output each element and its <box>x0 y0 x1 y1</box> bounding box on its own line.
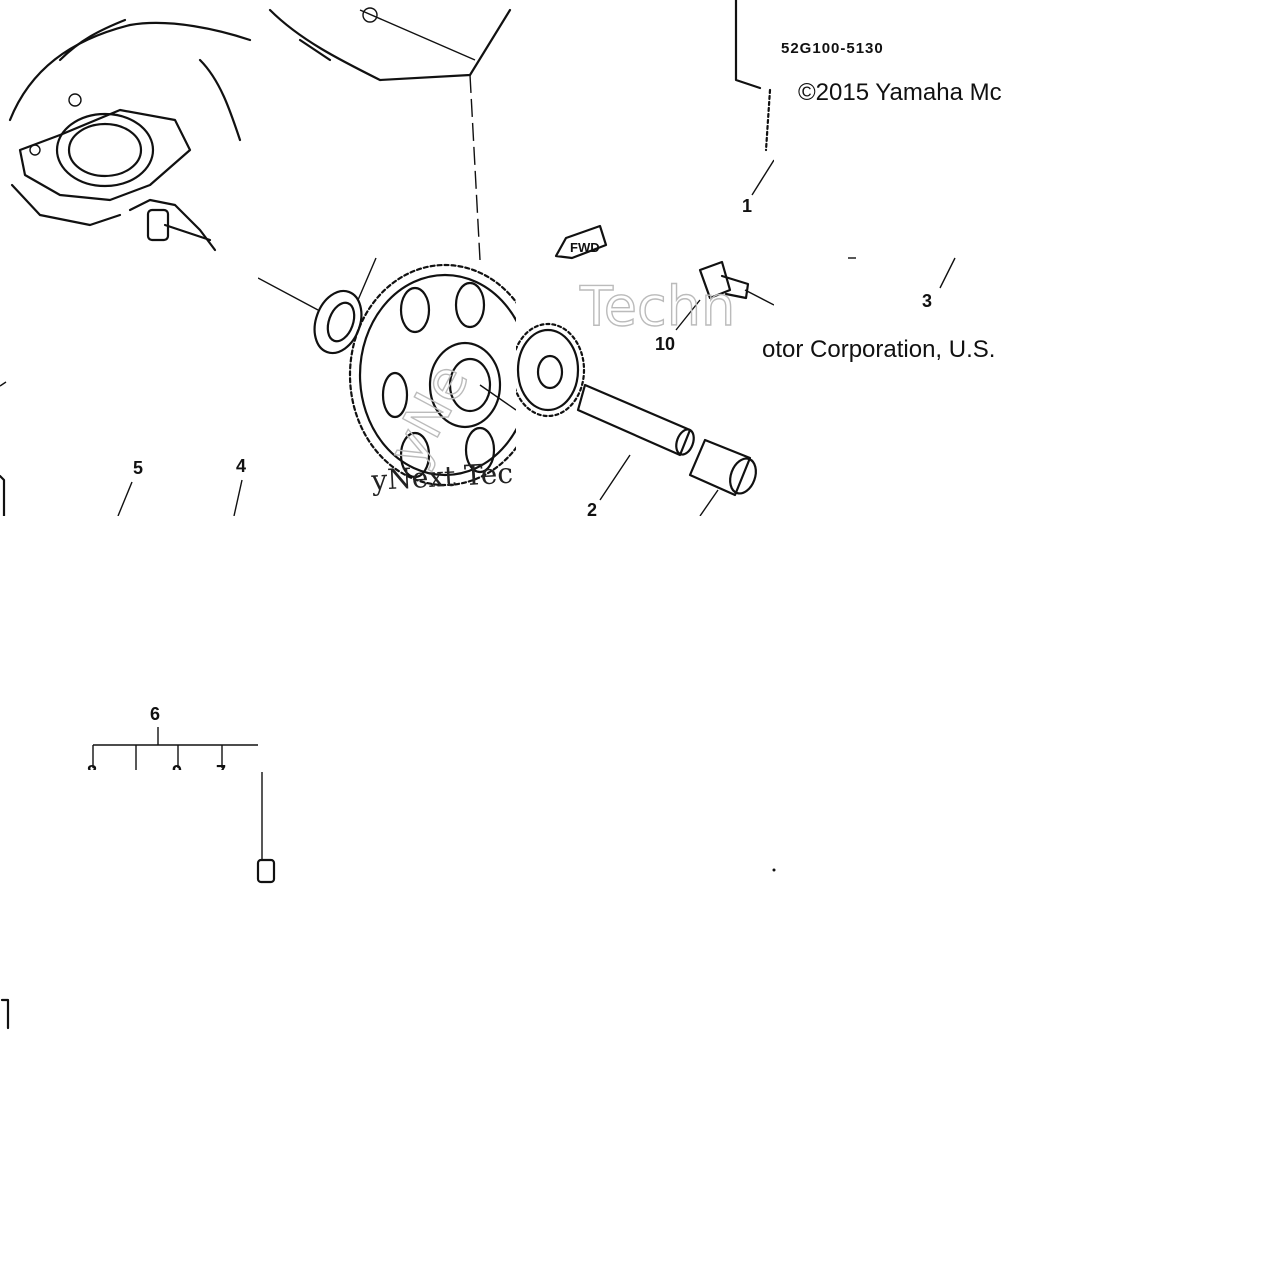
watermark-text-1: Techn <box>579 275 735 338</box>
callout-1: 1 <box>742 196 752 216</box>
copyright-line-1: ©2015 Yamaha Mc <box>798 79 1002 106</box>
crankcase-sketch <box>8 18 252 252</box>
small-gear <box>516 322 586 418</box>
callout-3: 3 <box>922 291 932 311</box>
fwd-arrow: FWD <box>554 224 608 260</box>
large-idler-gear <box>348 263 516 487</box>
watermark-text-2: yNext Tec <box>370 457 514 497</box>
collar <box>688 438 757 497</box>
callout-4: 4 <box>236 456 246 476</box>
idler-shaft <box>576 383 695 457</box>
tile-b <box>258 7 516 487</box>
part-number: 52G100-5130 <box>781 40 884 57</box>
callout-10: 10 <box>655 334 675 354</box>
callout-2: 2 <box>587 500 597 520</box>
tile-d <box>0 381 243 516</box>
callout-6-bracket <box>92 727 276 884</box>
watermark-text-3: yNe <box>376 353 481 476</box>
copyright-line-2: otor Corporation, U.S. <box>762 336 995 363</box>
fwd-label: FWD <box>570 240 600 255</box>
callout-6: 6 <box>150 704 160 724</box>
tile-c: FWD Techn <box>516 0 774 516</box>
callout-5: 5 <box>133 458 143 478</box>
